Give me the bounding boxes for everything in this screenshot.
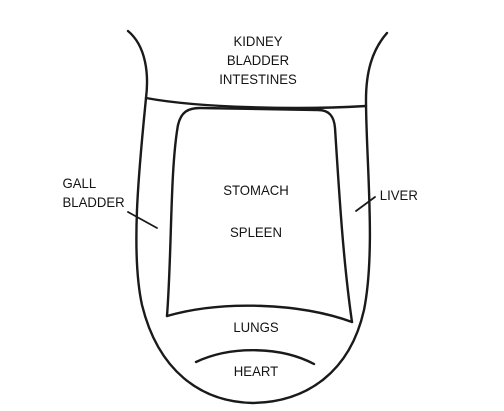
- label-gall: GALL: [62, 175, 97, 191]
- back-zone-divider: [144, 96, 368, 110]
- label-kidney: KIDNEY: [233, 33, 283, 49]
- label-liver: LIVER: [379, 187, 418, 203]
- gall-bladder-leader-line: [127, 211, 158, 229]
- label-bladder: BLADDER: [226, 52, 290, 68]
- center-zone-border: [165, 106, 354, 324]
- liver-label: LIVER: [380, 186, 436, 205]
- label-gall-bladder: BLADDER: [62, 194, 125, 210]
- liver-leader-line: [355, 196, 376, 212]
- heart-zone-divider: [194, 349, 316, 366]
- back-zone-label: KIDNEY BLADDER INTESTINES: [200, 32, 317, 89]
- label-heart: HEART: [233, 363, 279, 379]
- label-intestines: INTESTINES: [219, 71, 297, 87]
- label-spleen: SPLEEN: [230, 224, 282, 240]
- lungs-zone-divider: [165, 304, 354, 324]
- gall-bladder-label: GALL BLADDER: [63, 174, 142, 212]
- tongue-outline: [126, 29, 389, 405]
- center-zone-label: STOMACH SPLEEN: [203, 181, 308, 242]
- heart-label: HEART: [218, 362, 293, 381]
- label-stomach: STOMACH: [223, 182, 289, 198]
- label-lungs: LUNGS: [233, 319, 279, 335]
- lungs-label: LUNGS: [218, 318, 293, 337]
